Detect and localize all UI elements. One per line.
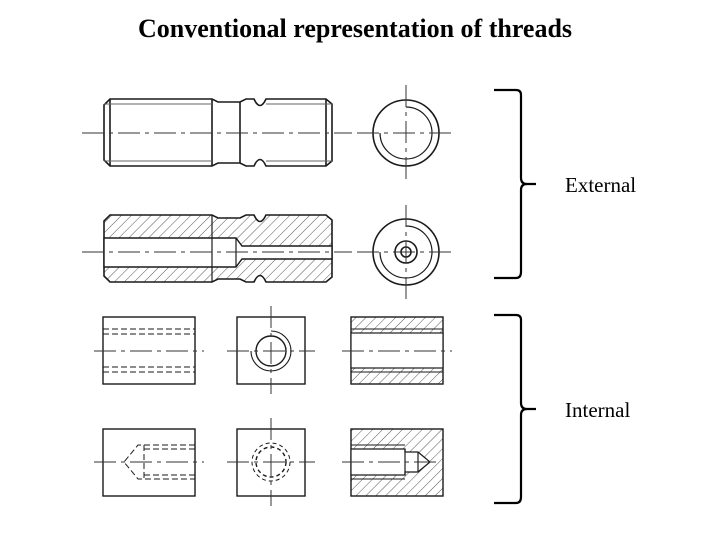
internal-brace [494, 313, 536, 505]
external-brace [494, 88, 536, 280]
external-thread-end-view [357, 85, 455, 181]
external-thread-side-view [82, 98, 352, 167]
slide-title: Conventional representation of threads [137, 14, 573, 43]
external-group-label: External [565, 173, 637, 197]
internal-blind-thread-section-view [342, 428, 444, 497]
internal-blind-thread-end-view [227, 418, 315, 506]
internal-group-label: Internal [565, 398, 631, 422]
internal-blind-thread-hidden-view [94, 428, 204, 497]
external-thread-section-end-view [357, 205, 455, 300]
internal-thread-end-view [227, 306, 315, 394]
internal-thread-section-view [342, 316, 452, 385]
internal-thread-hidden-view [94, 316, 204, 385]
external-thread-section-view [82, 214, 352, 283]
